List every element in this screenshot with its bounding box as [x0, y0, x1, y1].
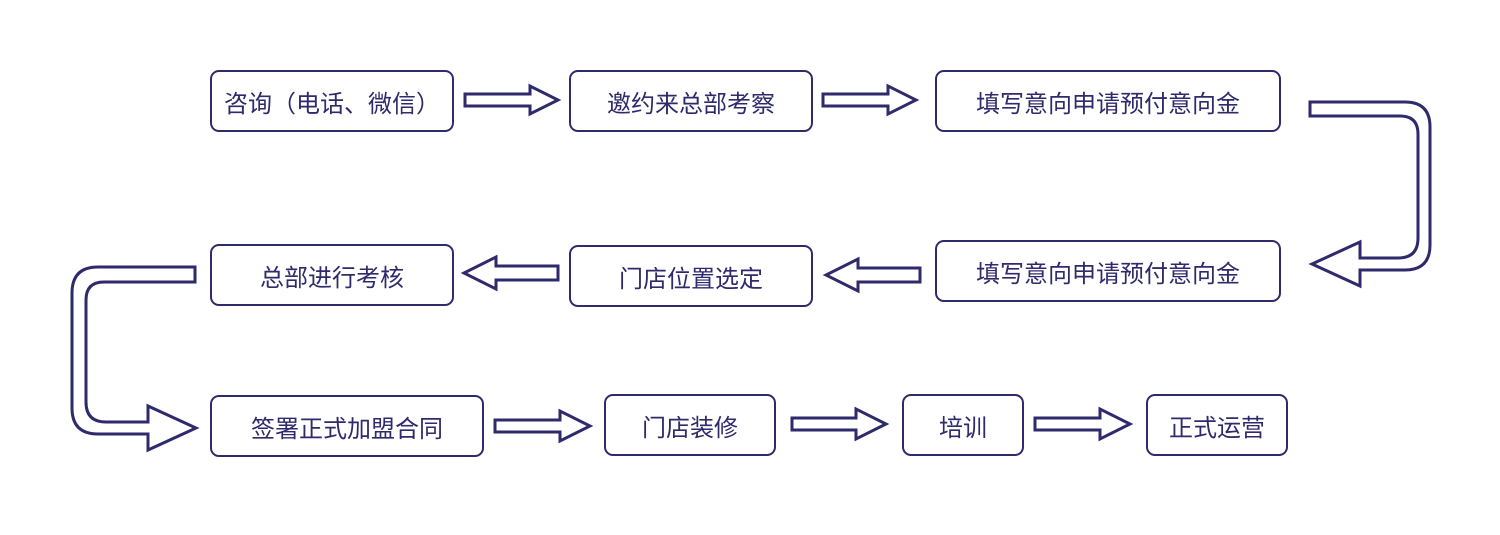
step-decor: 门店装修: [604, 394, 776, 456]
arrow-contract-to-decor: [493, 408, 594, 444]
arrow-site-to-review: [460, 254, 560, 292]
step-apply-2: 填写意向申请预付意向金: [935, 240, 1281, 302]
arrow-decor-to-training: [790, 406, 890, 442]
step-training: 培训: [902, 394, 1024, 456]
step-apply-1: 填写意向申请预付意向金: [935, 70, 1281, 132]
arrow-apply1-to-apply2: [1308, 100, 1432, 289]
step-operate: 正式运营: [1146, 394, 1288, 456]
arrow-apply2-to-site: [822, 256, 922, 294]
step-contract: 签署正式加盟合同: [210, 395, 484, 457]
step-site: 门店位置选定: [569, 245, 813, 307]
step-invite: 邀约来总部考察: [569, 70, 813, 132]
step-review: 总部进行考核: [210, 244, 454, 306]
arrow-review-to-contract: [70, 265, 200, 453]
arrow-training-to-operate: [1033, 406, 1134, 442]
arrow-consult-to-invite: [463, 83, 562, 117]
arrow-invite-to-apply1: [821, 83, 920, 117]
step-consult: 咨询（电话、微信）: [210, 70, 454, 132]
